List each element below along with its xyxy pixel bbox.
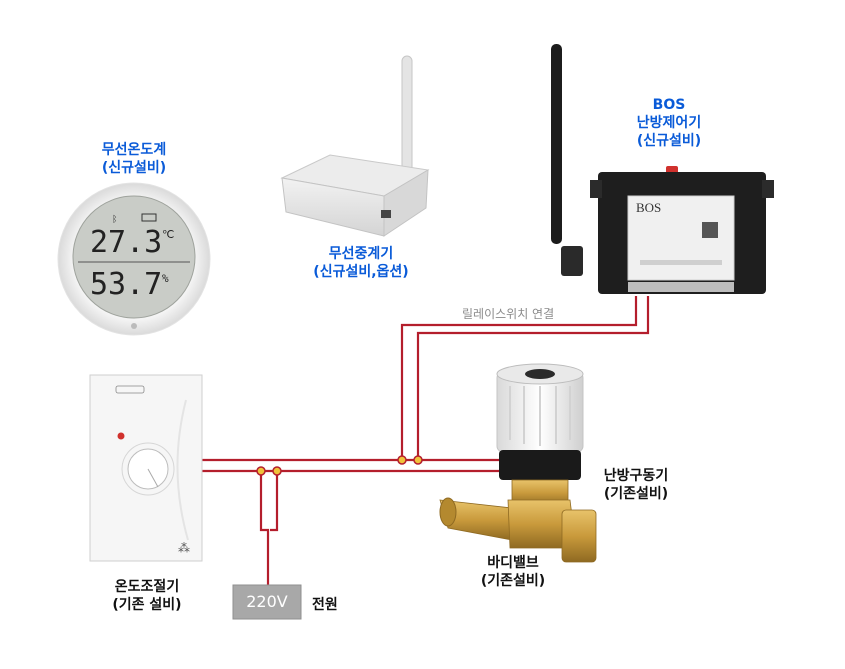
thermometer-temperature: 27.3 (90, 225, 163, 260)
body-valve-title: 바디밸브 (487, 555, 539, 571)
actuator-collar (499, 450, 581, 480)
bos-controller-brand: BOS (652, 97, 686, 113)
controller-antenna (551, 44, 562, 244)
repeater-antenna (401, 55, 413, 177)
thermostat-title: 온도조절기 (114, 579, 180, 595)
power-box (232, 584, 302, 620)
actuator-top-window (525, 369, 555, 379)
controller-mount-right (762, 180, 774, 198)
thermostat-brand-badge (115, 385, 145, 394)
wireless-repeater-label: 무선중계기 (신규설비,옵션) (296, 245, 426, 281)
controller-terminal (628, 282, 734, 292)
relay-switch-label: 릴레이스위치 연결 (462, 307, 555, 321)
wires (202, 296, 650, 585)
thermometer-humidity: 53.7 (90, 267, 163, 302)
thermostat: ⁂ (89, 374, 203, 562)
power-label: 전원 (312, 597, 338, 613)
repeater-port (381, 210, 391, 218)
bos-controller-subtitle: (신규설비) (636, 133, 702, 149)
bluetooth-icon: ᛒ (112, 214, 117, 225)
body-valve (439, 479, 597, 563)
wireless-thermometer: ᛒ (57, 182, 211, 336)
heating-actuator (496, 363, 584, 480)
junction-dot (256, 466, 266, 476)
junction-dot (272, 466, 282, 476)
bos-controller (551, 44, 774, 294)
controller-antenna-base (561, 246, 583, 276)
heating-actuator-label: 난방구동기 (기존설비) (586, 467, 686, 503)
controller-brand-text: BOS (636, 200, 662, 215)
valve-inlet-mouth (439, 497, 457, 527)
bos-controller-title: 난방제어기 (636, 115, 702, 131)
junction-dot (413, 455, 423, 465)
wire-relay-inner (416, 296, 650, 460)
wire-power-right (270, 471, 279, 532)
thermometer-humidity-unit: % (162, 272, 169, 285)
bos-controller-label: BOS 난방제어기 (신규설비) (614, 96, 724, 150)
valve-outlet (561, 509, 597, 563)
battery-icon (141, 213, 157, 222)
controller-mount-left (590, 180, 602, 198)
thermometer-screen (72, 195, 196, 319)
thermostat-subtitle: (기존 설비) (112, 597, 182, 613)
thermostat-curve (176, 399, 189, 541)
heating-actuator-subtitle: (기존설비) (603, 486, 669, 502)
repeater-side (383, 169, 429, 237)
body-valve-subtitle: (기존설비) (480, 573, 546, 589)
wireless-repeater-subtitle: (신규설비,옵션) (313, 264, 409, 280)
junction-dot (397, 455, 407, 465)
wire-relay-outer (400, 296, 638, 460)
heating-actuator-title: 난방구동기 (603, 468, 669, 484)
thermostat-power-led (117, 432, 125, 440)
wire-power-left (259, 471, 270, 585)
thermostat-mark-icon: ⁂ (178, 541, 190, 555)
thermometer-led (131, 323, 137, 329)
wireless-thermometer-subtitle: (신규설비) (101, 160, 167, 176)
wire-junctions (256, 455, 423, 476)
wireless-thermometer-title: 무선온도계 (101, 142, 167, 158)
thermometer-temperature-unit: ℃ (162, 228, 175, 241)
power-supply (232, 584, 302, 620)
wireless-repeater (280, 55, 430, 237)
body-valve-label: 바디밸브 (기존설비) (468, 554, 558, 590)
wireless-repeater-title: 무선중계기 (328, 246, 394, 262)
controller-qr (702, 222, 718, 238)
power-box-text: 220V (246, 592, 288, 611)
thermostat-dial-ring (121, 442, 175, 496)
thermostat-label: 온도조절기 (기존 설비) (92, 578, 202, 614)
wireless-thermometer-label: 무선온도계 (신규설비) (84, 141, 184, 177)
controller-led-strip (640, 260, 722, 265)
